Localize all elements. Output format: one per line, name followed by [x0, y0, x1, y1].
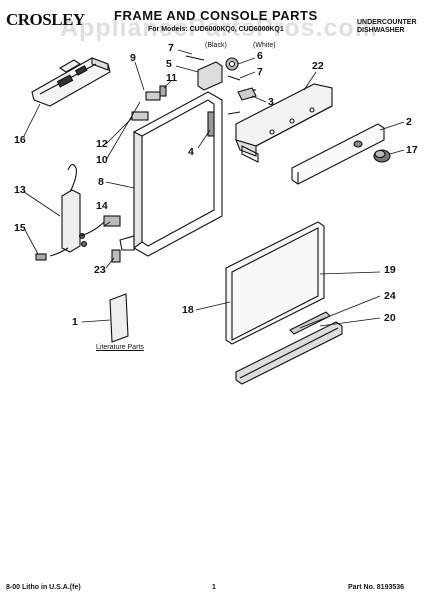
part-20-trim [235, 321, 343, 385]
part-19-door-panel [225, 221, 325, 345]
litho-note: 8-00 Litho in U.S.A.(fe) [6, 584, 81, 591]
callout-12: 12 [96, 138, 108, 150]
callout-22: 22 [312, 60, 324, 72]
part-22-console [235, 83, 333, 163]
callout-9: 9 [130, 52, 136, 64]
variant-black-label: (Black) [205, 42, 227, 49]
callout-6: 6 [257, 50, 263, 62]
callout-13: 13 [14, 184, 26, 196]
part-4-bracket [207, 111, 215, 137]
part-17-knob [373, 149, 391, 163]
callout-16: 16 [14, 134, 26, 146]
callout-11: 11 [166, 72, 178, 84]
product-line-1: UNDERCOUNTER [357, 19, 417, 26]
callout-7a: 7 [168, 42, 174, 54]
latch-assembly [131, 55, 257, 121]
watermark: AppliancePartsPros.com [60, 14, 378, 42]
callout-4: 4 [188, 146, 194, 158]
product-line-2: DISHWASHER [357, 27, 405, 34]
callout-19: 19 [384, 264, 396, 276]
brand-logo: CROSLEY [6, 10, 85, 29]
page-title: FRAME AND CONSOLE PARTS [114, 8, 318, 23]
variant-white-label: (White) [253, 42, 276, 49]
callout-3: 3 [268, 96, 274, 108]
part-2-panel [291, 123, 385, 185]
callout-2: 2 [406, 116, 412, 128]
callout-23: 23 [94, 264, 106, 276]
product-type: UNDERCOUNTER DISHWASHER [357, 19, 417, 35]
part-23-clip [111, 249, 121, 263]
part-8-door-frame [119, 91, 223, 257]
wire-harness [35, 163, 121, 261]
callout-17: 17 [406, 144, 418, 156]
callout-10: 10 [96, 154, 108, 166]
callout-5: 5 [166, 58, 172, 70]
model-subtitle: For Models: CUD6000KQ0, CUD6000KQ1 [148, 26, 284, 33]
part-number: Part No. 8193536 [348, 584, 405, 591]
part-1-literature [109, 293, 129, 343]
callout-1: 1 [72, 316, 78, 328]
callout-20: 20 [384, 312, 396, 324]
literature-parts-label: Literature Parts [96, 344, 144, 351]
part-16-housing [31, 57, 111, 107]
callout-8: 8 [98, 176, 104, 188]
callout-14: 14 [96, 200, 108, 212]
callout-15: 15 [14, 222, 26, 234]
callout-24: 24 [384, 290, 396, 302]
callout-7b: 7 [257, 66, 263, 78]
callout-18: 18 [182, 304, 194, 316]
page-number: 1 [212, 584, 216, 591]
